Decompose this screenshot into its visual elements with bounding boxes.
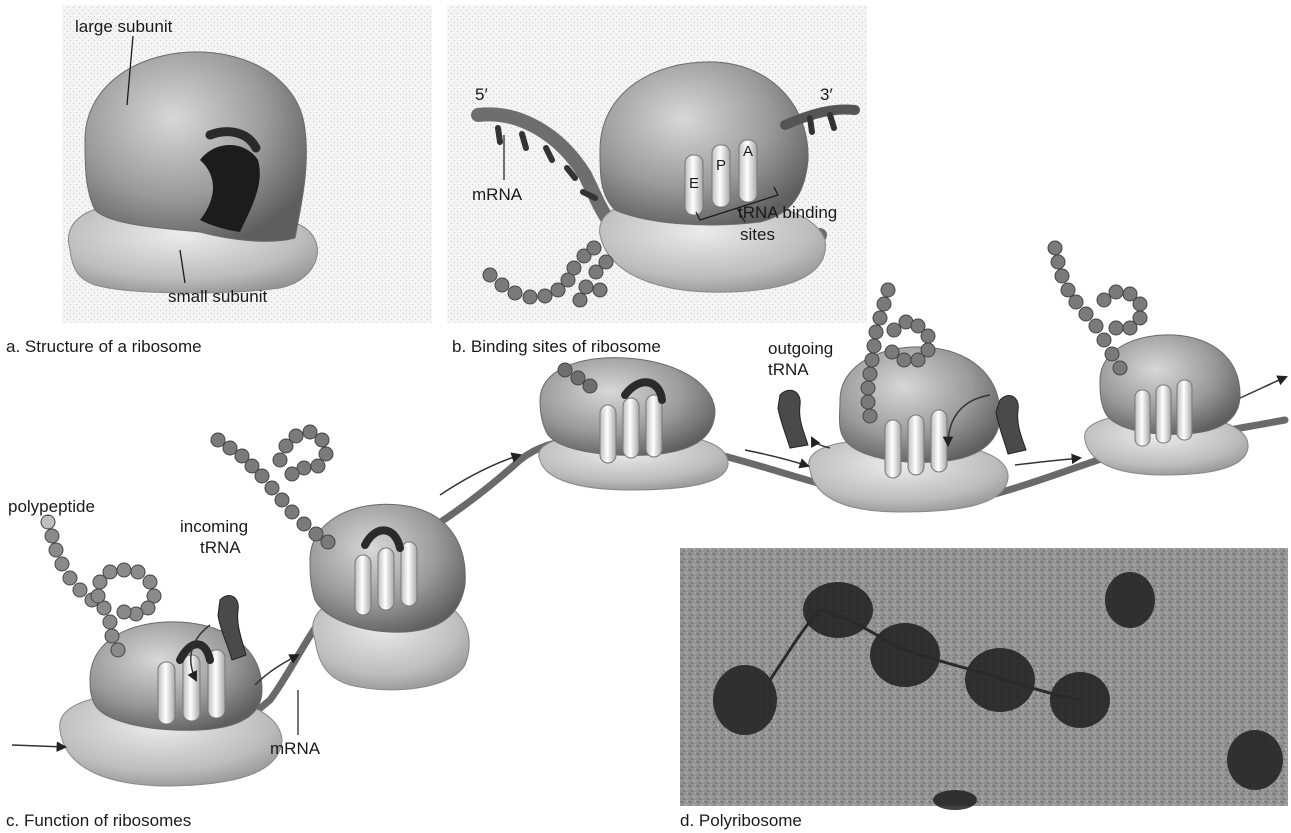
polypeptide-label: polypeptide <box>8 497 95 516</box>
exit-arrow <box>1240 377 1286 398</box>
incoming-trna-label-line1: incoming <box>180 517 248 536</box>
site-e-label: E <box>689 175 699 192</box>
panel-d-caption: d. Polyribosome <box>680 811 802 830</box>
mrna-label-c: mRNA <box>270 739 321 758</box>
mrna-label-b: mRNA <box>472 185 523 204</box>
outgoing-trna-label-line2: tRNA <box>768 360 809 379</box>
panel-a-ribosome <box>68 52 317 293</box>
flow-arrow-4 <box>1015 458 1080 465</box>
large-subunit-shape <box>85 52 306 241</box>
incoming-trna-label-line2: tRNA <box>200 538 241 557</box>
binding-sites-label-line1: tRNA binding <box>738 203 837 222</box>
outgoing-trna-c4 <box>778 390 808 448</box>
five-prime-label: 5′ <box>475 85 488 104</box>
ribosome-c3 <box>539 358 728 490</box>
outgoing-trna-label-line1: outgoing <box>768 339 833 358</box>
entry-arrow <box>12 745 65 747</box>
panel-a-caption: a. Structure of a ribosome <box>6 337 202 356</box>
large-subunit-b <box>600 62 808 225</box>
binding-sites-label-line2: sites <box>740 225 775 244</box>
panel-d-micrograph <box>680 548 1288 810</box>
panel-c-caption: c. Function of ribosomes <box>6 811 191 830</box>
site-p-slot <box>712 145 730 207</box>
site-a-label: A <box>743 143 753 160</box>
ribosome-c2 <box>310 504 469 690</box>
large-subunit-label: large subunit <box>75 17 173 36</box>
incoming-trna-c4 <box>996 395 1026 454</box>
panel-b-caption: b. Binding sites of ribosome <box>452 337 661 356</box>
three-prime-label: 3′ <box>820 85 833 104</box>
ribosome-c4 <box>809 347 1008 512</box>
site-p-label: P <box>716 157 726 174</box>
ribosome-c1 <box>60 622 282 786</box>
small-subunit-label: small subunit <box>168 287 267 306</box>
